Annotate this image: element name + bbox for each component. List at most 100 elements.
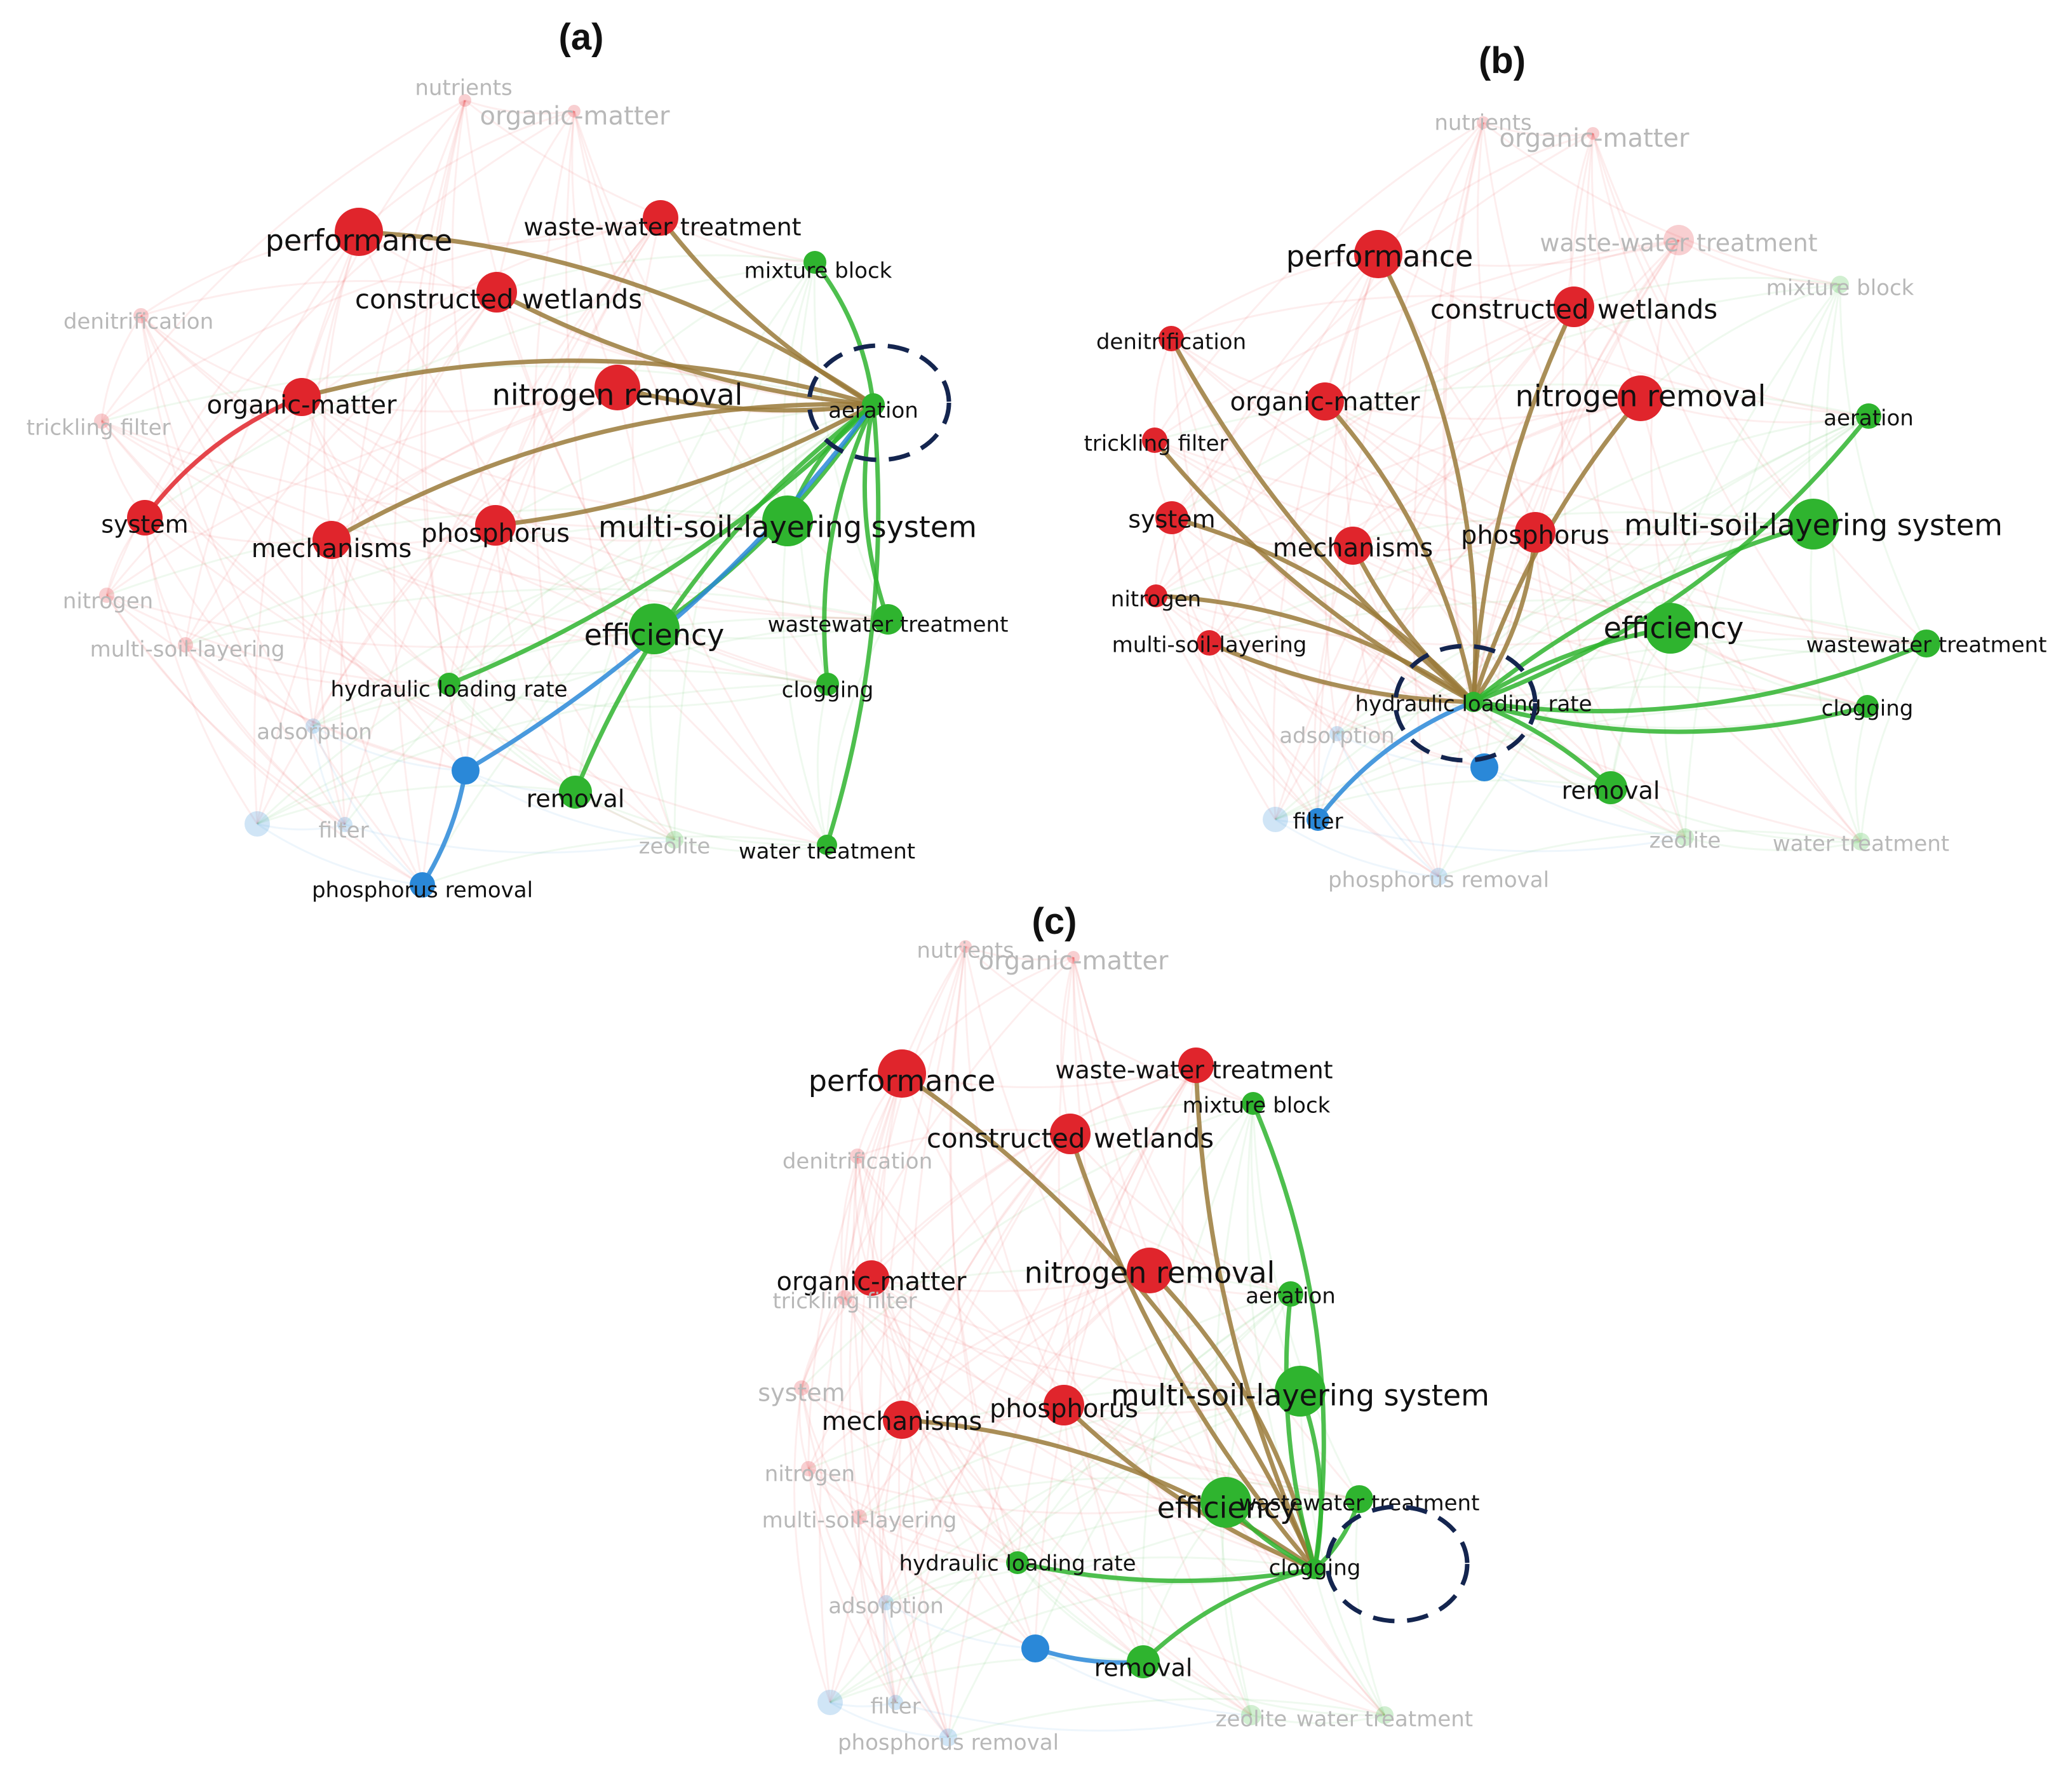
- background-edge: [1181, 1065, 1227, 1503]
- background-edge: [1482, 121, 1841, 286]
- background-edge: [1208, 306, 1575, 643]
- background-edge: [1154, 439, 1868, 708]
- node-label-nitrogen: nitrogen: [63, 589, 153, 614]
- background-edge: [1640, 397, 1869, 424]
- background-edge: [185, 588, 889, 646]
- background-edge: [331, 386, 618, 541]
- background-edge: [106, 594, 655, 649]
- background-edge: [674, 839, 828, 853]
- node-zeolite: [1241, 1705, 1261, 1725]
- background-edge: [1592, 133, 1869, 707]
- node-label-nitrogen-removal: nitrogen removal: [492, 378, 743, 412]
- panel-a-label: (a): [559, 17, 604, 58]
- background-edge: [140, 314, 496, 527]
- background-edge: [885, 1133, 1072, 1603]
- background-edge: [1317, 415, 1869, 820]
- background-edge: [1035, 1647, 1252, 1716]
- background-edge: [448, 403, 874, 685]
- node-label-denitrification: denitrification: [1096, 330, 1246, 355]
- node-phosphorus-removal: [410, 872, 435, 898]
- background-edge: [858, 1269, 1150, 1518]
- background-edge: [808, 1467, 1018, 1564]
- node-blue-node: [1021, 1634, 1049, 1662]
- edge-clogging-to-constructed-wetlands: [1068, 1131, 1317, 1572]
- node-organic-matter: [1306, 382, 1344, 421]
- background-edge: [1016, 1562, 1144, 1663]
- background-edge: [660, 217, 816, 264]
- background-edge: [1170, 338, 1440, 877]
- background-edge: [575, 791, 828, 846]
- background-edge: [105, 595, 423, 886]
- background-edge: [253, 231, 360, 825]
- node-unlabeled-blue: [245, 811, 270, 837]
- background-edge: [1678, 239, 1841, 286]
- background-edge: [1143, 1661, 1385, 1716]
- background-edge: [1154, 383, 1869, 441]
- background-edge: [800, 1102, 1254, 1389]
- background-edge: [312, 725, 346, 825]
- node-zeolite: [666, 831, 683, 849]
- node-label-mixture-block: mixture block: [1183, 1093, 1331, 1119]
- node-label-hydraulic-loading-rate: hydraulic loading rate: [330, 677, 567, 703]
- node-aeration: [1278, 1281, 1303, 1307]
- background-edge: [1317, 818, 1686, 852]
- node-trickling-filter: [1142, 428, 1167, 453]
- node-denitrification: [133, 308, 149, 323]
- background-edge: [648, 628, 676, 840]
- background-edge: [1171, 337, 1536, 534]
- background-edge: [1534, 532, 1686, 838]
- node-label-wastewater-treatment: wastewater treatment: [1239, 1491, 1480, 1516]
- node-label-removal: removal: [1562, 777, 1660, 805]
- background-edge: [1246, 1103, 1316, 1570]
- background-edge: [1171, 517, 1338, 735]
- node-nitrogen: [99, 588, 114, 603]
- background-edge: [1034, 1065, 1197, 1649]
- background-edge: [1336, 732, 1485, 769]
- background-edge: [1336, 306, 1575, 734]
- background-edge: [1274, 523, 1814, 821]
- background-edge: [1352, 397, 1641, 547]
- node-label-zeolite: zeolite: [639, 834, 711, 859]
- background-edge: [1482, 121, 1594, 137]
- background-edge: [885, 1601, 1036, 1650]
- background-edge: [1155, 595, 1439, 878]
- background-edge: [877, 946, 967, 1703]
- background-edge: [947, 1065, 1197, 1738]
- background-edge: [654, 618, 889, 640]
- background-edge: [856, 1155, 1226, 1504]
- background-edge: [819, 1073, 903, 1703]
- node-label-filter: filter: [1293, 809, 1343, 835]
- edge-aeration-to-wastewater-treatment: [862, 402, 890, 622]
- node-label-denitrification: denitrification: [783, 1149, 932, 1175]
- edge-aeration-to-blue-node: [463, 402, 876, 773]
- node-label-clogging: clogging: [782, 678, 874, 703]
- background-edge: [859, 1476, 1360, 1518]
- background-edge: [106, 386, 618, 596]
- background-edge: [950, 946, 1037, 1649]
- background-edge: [184, 386, 618, 646]
- background-edge: [1155, 595, 1319, 821]
- node-label-constructed-wetlands: constructed wetlands: [1430, 294, 1717, 325]
- edge-aeration-to-mechanisms: [329, 401, 876, 542]
- background-edge: [184, 644, 346, 826]
- node-removal: [559, 776, 592, 809]
- background-edge: [1155, 595, 1485, 769]
- background-edge: [494, 525, 577, 793]
- background-edge: [140, 280, 497, 317]
- background-edge: [105, 231, 359, 596]
- node-label-waste-water-treatment: waste-water treatment: [523, 213, 801, 241]
- node-system: [1155, 501, 1188, 534]
- node-nitrogen-removal: [1618, 375, 1663, 421]
- edge-aeration-to-phosphorus: [493, 402, 876, 528]
- background-edge: [101, 420, 828, 685]
- background-edge: [256, 386, 618, 825]
- background-edge: [1275, 779, 1611, 821]
- background-edge: [1016, 1561, 1252, 1716]
- node-mixture-block: [1242, 1092, 1265, 1115]
- background-edge: [185, 643, 466, 772]
- background-edge: [1670, 627, 1868, 708]
- node-label-organic-matter-top: organic-matter: [480, 102, 670, 131]
- edge-aeration-to-removal: [573, 402, 876, 795]
